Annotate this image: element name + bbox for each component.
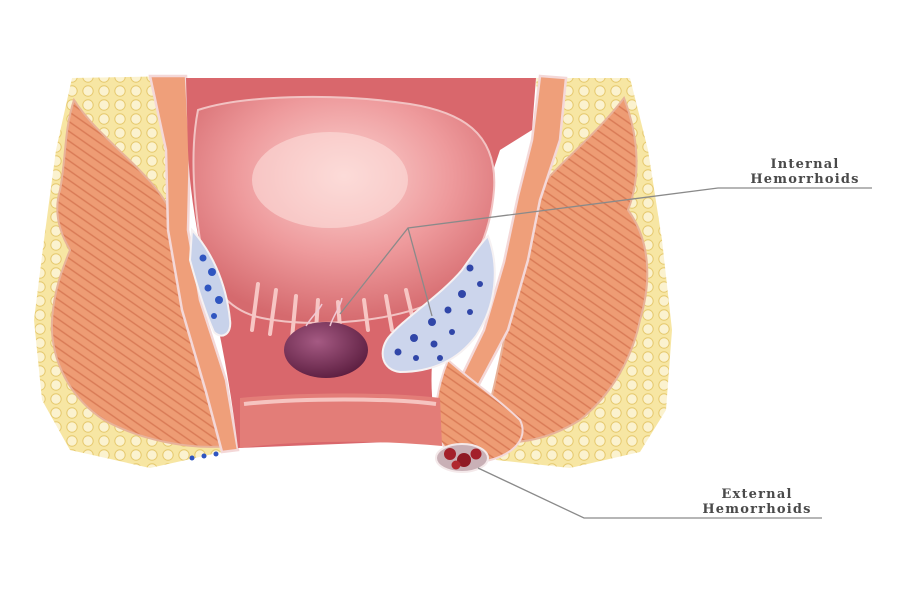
label-external-hemorrhoids: External Hemorrhoids [682,487,832,517]
label-internal-hemorrhoids: Internal Hemorrhoids [730,157,880,187]
ampulla-highlight [252,132,408,228]
vein-dots-right [394,264,483,361]
vein-dots-left [199,254,223,319]
leader-line-internal [339,187,872,315]
external-hemorrhoid [435,443,489,473]
dentate-line [243,397,437,406]
anal-canal [240,393,442,448]
label-external-line1: External [721,487,793,502]
label-external-line2: Hemorrhoids [702,502,812,517]
internal-hemorrhoid-vessels [305,297,343,327]
label-internal-line2: Hemorrhoids [750,172,860,187]
internal-hemorrhoid [284,322,368,378]
leader-line-external [477,467,822,519]
label-internal-line1: Internal [770,157,840,172]
vein-dots-lower-left [189,451,219,461]
leader-line-internal-branch [407,227,433,317]
leader-lines [339,187,872,519]
